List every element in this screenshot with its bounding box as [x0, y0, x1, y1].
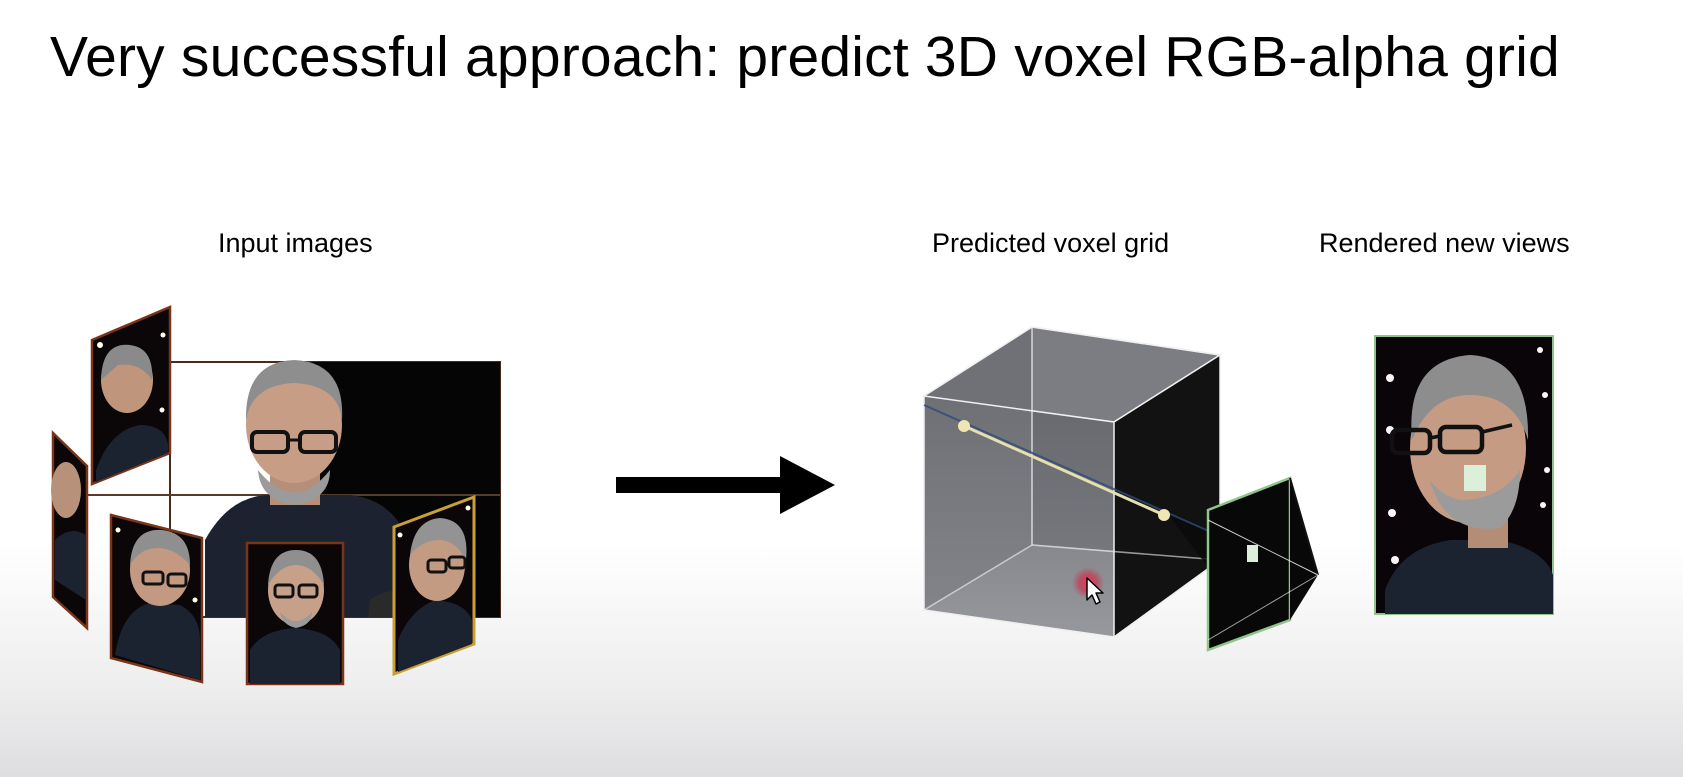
- input-image-bottom-left: [109, 513, 204, 684]
- voxel-grid-cube: [921, 326, 1316, 638]
- input-image-left: [51, 430, 89, 631]
- input-images-label: Input images: [218, 228, 373, 258]
- input-image-right: [392, 494, 476, 677]
- image-plane: [1206, 476, 1319, 652]
- input-images-group: [51, 305, 501, 686]
- slide-title: Very successful approach: predict 3D vox…: [50, 25, 1560, 89]
- input-image-top-left: [90, 305, 172, 486]
- ray-exit-point: [1158, 509, 1170, 521]
- pixel-marker: [1247, 545, 1258, 562]
- voxel-grid-label: Predicted voxel grid: [932, 228, 1170, 258]
- rendered-view-image: [1374, 335, 1554, 615]
- ray-entry-point: [958, 420, 970, 432]
- input-image-center: [245, 541, 345, 686]
- arrow-right-icon: [616, 456, 835, 514]
- mouse-pointer-icon: [1072, 567, 1104, 605]
- rendered-pixel-marker: [1464, 465, 1486, 491]
- rendered-views-label: Rendered new views: [1319, 228, 1570, 258]
